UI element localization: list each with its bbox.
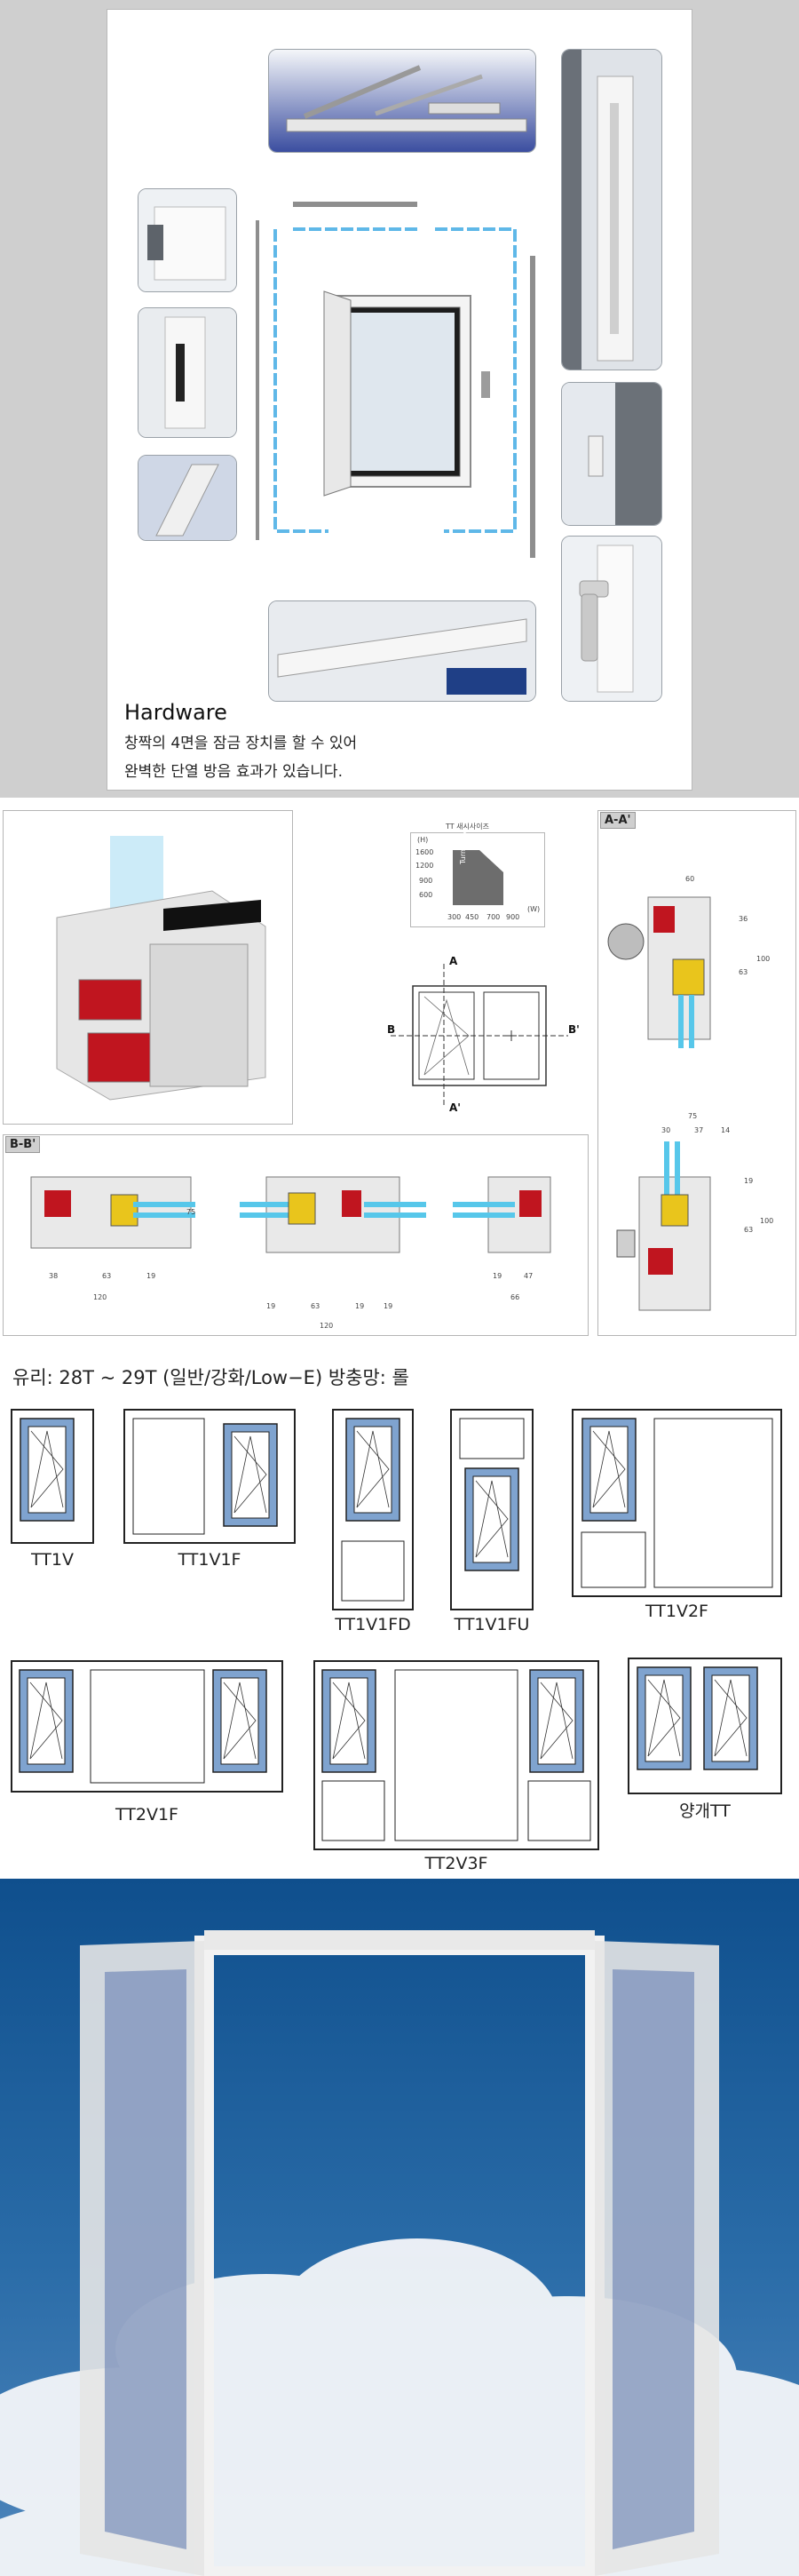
sash-edge-illustration [562,50,661,370]
dim-aa-top-width: 60 [685,875,695,883]
size-chart-y-tick: 600 [419,891,433,899]
dim-aa-top-h3: 100 [756,955,771,963]
size-chart-y-tick: 900 [419,877,433,885]
section-mark-a-prime: A' [449,1101,461,1114]
dim-aa-bottom-h1: 19 [744,1177,754,1185]
caption-tt1v2f: TT1V2F [645,1602,708,1621]
hardware-description-line2: 완벽한 단열 방음 효과가 있습니다. [124,763,343,781]
dim-bb3-w1: 19 [493,1272,502,1280]
size-chart-x-tick: 450 [465,913,479,921]
photo-corner-hinge [138,188,237,292]
bottom-hinge-illustration [138,456,236,540]
dim-bb3-w2: 47 [524,1272,534,1280]
section-mark-b-prime: B' [568,1023,580,1036]
dim-aa-bottom-w3: 14 [721,1126,731,1134]
photo-sash-edge [561,49,662,370]
dim-aa-bottom-w2: 37 [694,1126,704,1134]
dim-bb2-w4: 19 [384,1302,393,1310]
caption-tt1v: TT1V [31,1550,74,1570]
dim-aa-bottom-h3: 100 [760,1217,774,1225]
size-chart-y-tick: 1600 [415,848,434,856]
caption-tt1v1f: TT1V1F [178,1550,241,1570]
section-mark-b: B [387,1023,396,1036]
elevation-illustration [391,964,568,1106]
photo-keeper [138,307,237,438]
size-chart-x-tick: 700 [487,913,501,921]
dim-aa-bottom-width: 75 [688,1112,698,1120]
size-chart-area [453,850,503,905]
dim-bb2-w2: 63 [311,1302,320,1310]
size-chart-x-tick: 900 [506,913,520,921]
dim-bb1-w1: 38 [49,1272,59,1280]
caption-tt1v1fu: TT1V1FU [454,1615,530,1634]
size-chart-area-label: Turn Only [459,831,467,864]
section-bb-tag: B-B' [5,1136,41,1153]
caption-tt1v1fd: TT1V1FD [335,1615,411,1634]
dim-aa-top-h1: 36 [739,915,748,923]
caption-double-tt: 양개TT [679,1801,731,1821]
caption-tt2v3f: TT2V3F [424,1854,488,1873]
profile-3d-panel [3,810,293,1125]
dim-aa-top-h2: 63 [739,968,748,976]
caption-tt2v1f: TT2V1F [115,1805,178,1825]
dim-aa-bottom-w1: 30 [661,1126,671,1134]
hardware-frame-illustration [256,202,535,558]
size-chart-y-tick: 1200 [415,862,434,870]
open-window-sky-illustration [0,1879,799,2576]
dim-bb1-height: 75 [186,1208,196,1216]
dim-bb2-total: 120 [320,1322,334,1330]
size-chart-y-unit: (H) [417,836,429,844]
dim-bb2-w1: 19 [266,1302,276,1310]
photo-handle-detail [561,536,662,702]
size-chart: TT 새시사이즈 (H) (W) 1600 1200 900 600 300 4… [410,822,548,928]
photo-bottom-hinge [138,455,237,541]
photo-friction-stay [268,49,536,153]
hardware-diagram [240,194,542,567]
size-chart-title: TT 새시사이즈 [446,823,489,831]
dim-bb3-total: 66 [510,1293,520,1301]
handle-illustration [562,383,661,525]
tilt-open-illustration [269,601,535,701]
photo-handle [561,382,662,526]
dim-bb2-w3: 19 [355,1302,365,1310]
section-aa-top-profile [607,896,711,1048]
glass-spec-text: 유리: 28T ~ 29T (일반/강화/Low−E) 방충망: 롤 [12,1367,409,1388]
dim-bb1-w3: 19 [146,1272,156,1280]
dim-aa-bottom-h2: 63 [744,1226,754,1234]
profile-3d-illustration [4,811,292,1124]
size-chart-x-unit: (W) [527,905,541,913]
dim-bb1-w2: 63 [102,1272,112,1280]
section-mark-a: A [449,955,458,967]
section-bb-profile-2 [240,1176,426,1253]
hardware-title: Hardware [124,700,227,725]
hardware-description-line1: 창짝의 4면을 잠금 장치를 할 수 있어 [124,735,358,752]
size-chart-x-tick: 300 [447,913,462,921]
open-window-photo [0,1879,799,2576]
section-bb-profile-1 [30,1176,195,1249]
elevation-drawing: A A' B B' [382,950,586,1119]
friction-stay-illustration [269,50,535,152]
section-aa-bottom-profile [616,1141,711,1311]
keeper-illustration [138,308,236,437]
window-types-drawing [11,1409,782,1850]
photo-tilt-open [268,600,536,702]
section-bb-profile-3 [453,1176,551,1253]
section-aa-tag: A-A' [600,812,636,829]
handle-detail-illustration [562,537,661,701]
dim-bb1-total: 120 [93,1293,107,1301]
corner-hinge-illustration [138,189,236,291]
